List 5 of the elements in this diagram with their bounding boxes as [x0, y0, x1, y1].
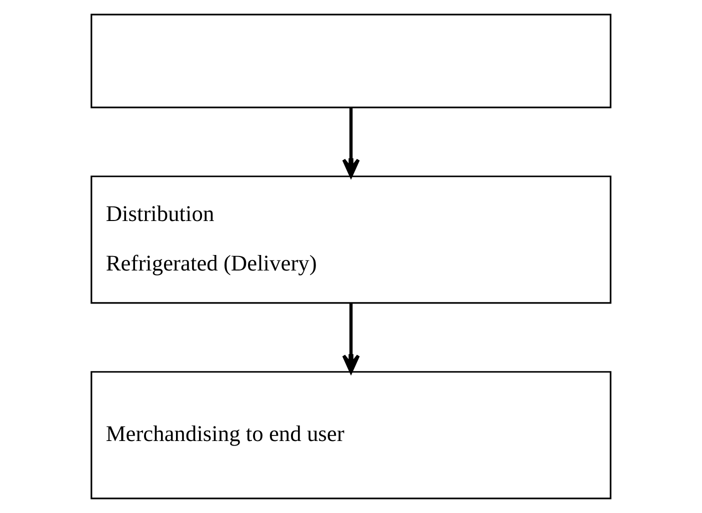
arrow — [342, 303, 360, 374]
node-box — [90, 14, 612, 108]
node-box: Distribution Refrigerated (Delivery) — [90, 176, 612, 304]
arrow — [342, 108, 360, 178]
node-box: Merchandising to end user — [90, 371, 612, 500]
